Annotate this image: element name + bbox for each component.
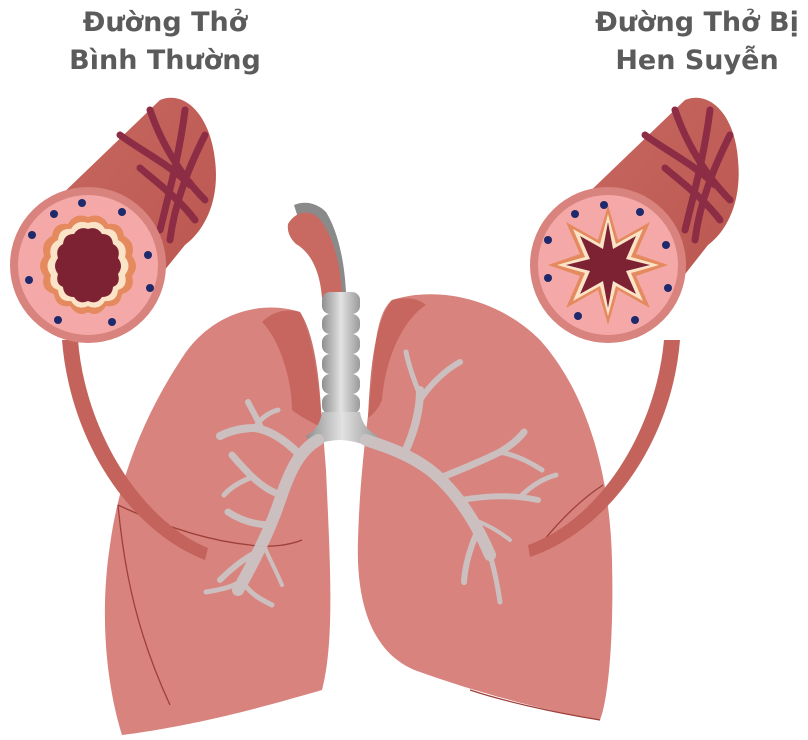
gland-dot [78,199,86,207]
trachea-ring [322,394,360,414]
gland-dot [544,236,552,244]
normal-airway-cross-section [10,98,216,343]
trachea-ring [322,314,360,334]
left-lung [105,308,330,735]
trachea-ring [322,334,360,354]
asthma-airway-cross-section [530,98,739,343]
gland-dot [144,251,152,259]
gland-dot [664,284,672,292]
gland-dot [25,276,33,284]
gland-dot [108,318,116,326]
gland-dot [544,274,552,282]
trachea-ring [322,354,360,374]
trachea-ring [322,374,360,394]
throat-tube-front [288,212,342,298]
gland-dot [631,316,639,324]
gland-dot [54,316,62,324]
gland-dot [662,241,670,249]
trachea-ring [322,292,360,314]
normal-airway-lumen [55,228,121,302]
throat-tube [288,203,346,298]
gland-dot [50,210,58,218]
gland-dot [636,208,644,216]
gland-dot [118,208,126,216]
gland-dot [600,201,608,209]
gland-dot [146,284,154,292]
gland-dot [574,312,582,320]
gland-dot [28,231,36,239]
gland-dot [571,210,579,218]
right-lung [358,294,613,720]
